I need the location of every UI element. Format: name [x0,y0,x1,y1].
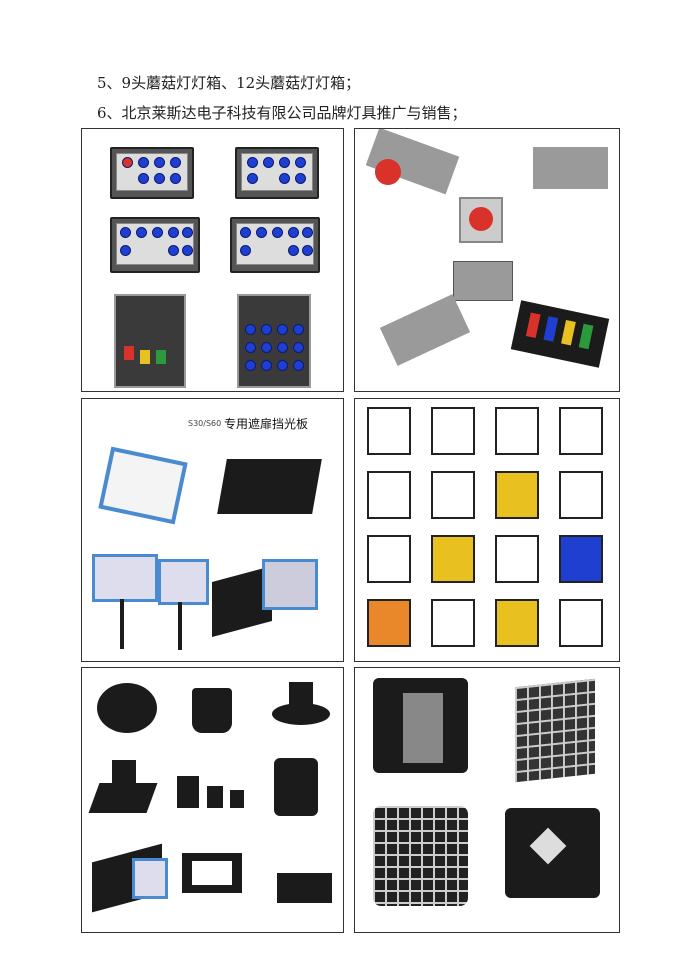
cart [495,471,539,519]
image-equipment-carts [354,398,620,662]
distro-box [235,147,319,199]
image-distribution-boxes [81,128,344,392]
caption-title: 专用遮扉挡光板 [224,417,309,431]
cart [495,599,539,647]
cart [431,471,475,519]
stand [178,602,182,650]
distro-box [110,217,200,273]
red-plug [375,159,401,185]
image-snoots [81,667,344,933]
barndoor [217,459,322,514]
snoot-tube [112,760,136,790]
distro-rack [237,294,311,388]
stand [120,599,124,649]
snoot [177,776,199,808]
socket [459,197,503,243]
cart [495,407,539,455]
distro-box [230,217,320,273]
barndoor [277,873,332,903]
snoot [192,688,232,733]
distro-rack [114,294,186,388]
snoot [230,790,244,808]
softbox [373,678,468,773]
snoot [272,703,330,725]
cart [431,599,475,647]
splitter-box [533,147,608,189]
cart [367,407,411,455]
snoot-tube [289,682,313,712]
cart [559,535,603,583]
cart [559,599,603,647]
egg-crate-box [373,806,468,906]
egg-crate [515,678,595,783]
caption-model: S30/S60 [188,419,222,428]
image-power-connectors [354,128,620,392]
snoot [274,758,318,816]
junction-box [453,261,513,301]
cart [559,407,603,455]
led-fixture [262,559,318,610]
cart [559,471,603,519]
cart [495,535,539,583]
cart [431,535,475,583]
cart [367,599,411,647]
snoot [207,786,223,808]
barndoor-opening [192,861,232,885]
powerlock-box [510,300,610,368]
list-item-5: 5、9头蘑菇灯灯箱、12头蘑菇灯灯箱； [97,74,361,92]
led-panel [98,446,188,525]
splitter-box [379,294,471,366]
led-fixture [158,559,209,605]
snoot-disc [97,683,157,733]
softbox-mounted [505,808,600,898]
cart [367,535,411,583]
list-item-6: 6、北京莱斯达电子科技有限公司品牌灯具推广与销售； [97,104,467,122]
image-led-panel-barndoors: S30/S60 专用遮扉挡光板 [81,398,344,662]
image-egg-crates [354,667,620,933]
led-fixture [92,554,158,602]
cart [431,407,475,455]
distro-box [110,147,194,199]
cart [367,471,411,519]
led-fixture [132,858,168,899]
